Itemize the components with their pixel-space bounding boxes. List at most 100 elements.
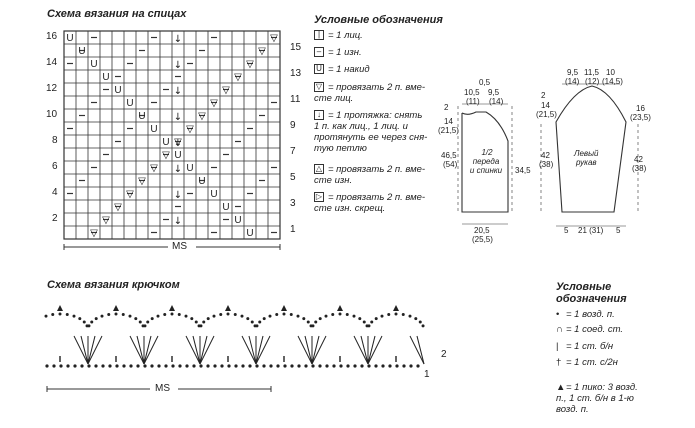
knit-grid [63,30,281,240]
k2tog-icon: ▽ [314,82,324,92]
chain-dot [78,317,82,321]
double-crochet-mark [416,335,425,365]
decrease-mark: ▽ [174,137,182,148]
chain-dot [66,364,70,368]
double-crochet-mark [255,335,264,365]
chain-dot [45,364,49,368]
slip-stitch-icon: ∩ [556,324,563,335]
chain-dot [170,312,174,316]
knit-row-number: 1 [290,224,296,235]
double-crochet-mark [87,335,103,365]
knit-legend-text: протянуть ее через сня- [314,132,428,143]
double-crochet-mark [241,335,257,365]
knit-row-number: 15 [290,42,302,53]
knit-legend-text: сте лиц. [314,93,354,104]
chain-dot [199,364,203,368]
chain-dot [414,317,418,321]
double-crochet-mark [311,335,327,365]
yarn-over-mark: U [102,72,109,83]
yarn-over-mark: U [234,215,241,226]
chain-dot [283,364,287,368]
pull-through-mark: ↓ [174,86,182,97]
chain-dot [87,324,91,328]
chain-dot [128,314,132,318]
p2tog-crossed-icon: ▷ [314,192,324,202]
picot-mark [57,305,63,311]
chain-dot [59,364,63,368]
picot-mark [393,305,399,311]
crochet-legend-text: = 1 пико: 3 возд. [566,382,638,393]
chain-dot [52,364,56,368]
chain-dot [246,317,250,321]
knit-legend-text: 1 п. как лиц., 1 лиц. и [314,121,408,132]
chain-dot [367,324,371,328]
chain-dot [122,364,126,368]
chain-dot [262,364,266,368]
chain-dot [150,317,154,321]
picot-mark [225,305,231,311]
double-crochet-mark [129,335,145,365]
p2tog-icon: △ [314,164,324,174]
chain-dot [136,364,140,368]
single-crochet-icon: | [556,341,559,352]
knit-row-number: 13 [290,68,302,79]
chain-dot [367,364,371,368]
knit-legend-title: Условные обозначения [314,14,443,26]
yarn-over-icon: U [314,64,324,74]
knit-row-number: 5 [290,172,296,183]
double-crochet-mark [143,335,159,365]
chain-dot [94,364,98,368]
chain-dot [114,312,118,316]
knit-legend-text: = провязать 2 п. вме- [328,192,426,203]
chain-dot [206,364,210,368]
double-crochet-mark [73,335,89,365]
chain-dot [418,320,422,324]
chain-dot [374,364,378,368]
chain-dot [339,364,343,368]
crochet-legend-text: = 1 ст. с/2н [566,357,618,368]
pull-through-icon: ↓ [314,110,324,120]
chain-dot [213,364,217,368]
knit-row-number: 8 [52,135,58,146]
chain-dot [100,314,104,318]
chain-dot [304,364,308,368]
pull-through-mark: ↓ [174,60,182,71]
knit-row-number: 11 [290,94,301,105]
chain-dot [282,312,286,316]
chain-dot [325,364,329,368]
chain-dot [73,364,77,368]
crochet-row-1: 1 [424,369,430,380]
chain-dot [240,314,244,318]
chain-dot [353,364,357,368]
chain-dot [345,313,349,317]
double-crochet-mark [185,335,201,365]
chain-dot [202,320,206,324]
decrease-mark: ▽ [150,163,158,174]
chain-dot [80,364,84,368]
decrease-mark: ▽ [234,72,242,83]
chain-dot [338,312,342,316]
chain-dot [408,314,412,318]
chain-dot [194,320,198,324]
chain-dot [121,313,125,317]
picot-mark [169,305,175,311]
chain-dot [332,364,336,368]
knit-legend-text: = 1 протяжка: снять [328,110,423,121]
yarn-over-mark: U [162,137,169,148]
crochet-ms-label: MS [155,383,170,394]
decrease-mark: ▽ [102,215,110,226]
chain-dot [289,313,293,317]
knit-stitch-icon: | [314,30,324,40]
yarn-over-mark: U [246,228,253,239]
double-crochet-mark [409,335,425,365]
knit-legend-text: = 1 накид [328,64,370,75]
pull-through-mark: ↓ [174,164,182,175]
crochet-legend-text: = 1 возд. п. [566,309,615,320]
yarn-over-mark: U [174,150,181,161]
chain-dot [324,314,328,318]
knit-row-number: 7 [290,146,296,157]
chain-dot [199,324,203,328]
chain-stitch-icon: • [556,309,560,320]
crochet-row-2: 2 [441,349,447,360]
chain-dot [346,364,350,368]
